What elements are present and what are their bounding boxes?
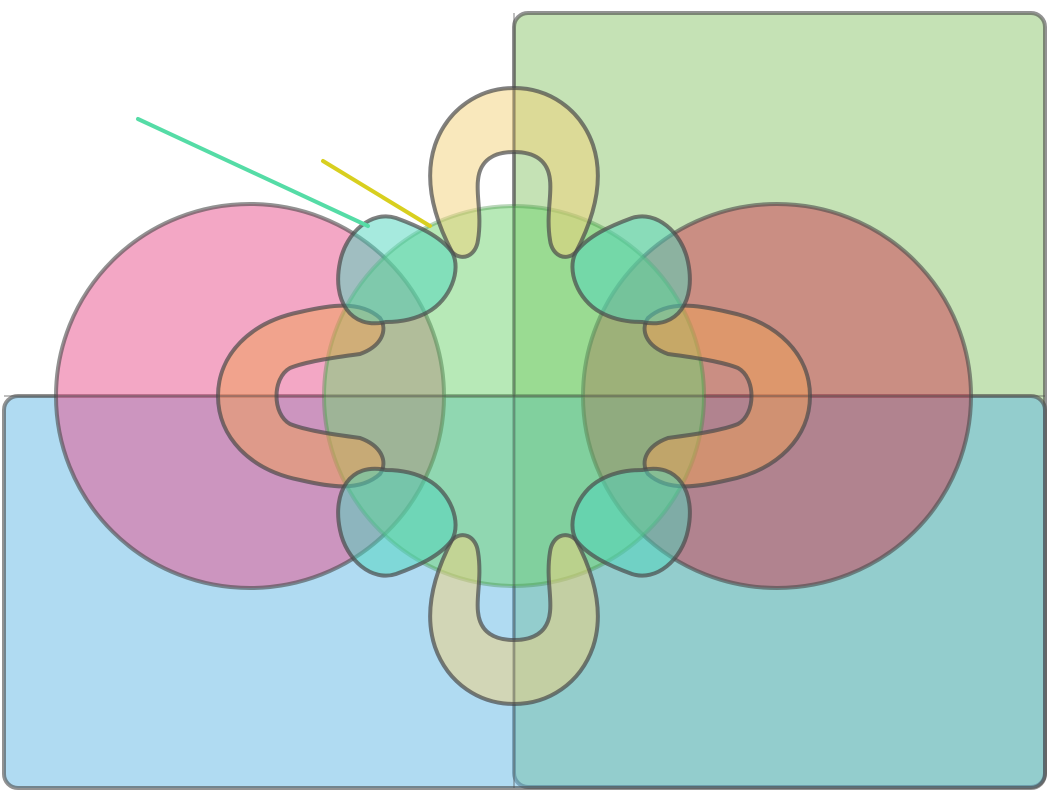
teal-knob-bottom-left: [336, 466, 458, 578]
yellow-top-bottom-lobes: [428, 86, 600, 706]
teal-corner-knobs: [336, 214, 692, 578]
teal-leader-line: [136, 117, 370, 228]
yellow-leader-line: [321, 159, 432, 228]
teal-knob-bottom-right: [570, 466, 692, 578]
teal-knob-top-left: [336, 214, 458, 326]
teal-knob-top-right: [570, 214, 692, 326]
